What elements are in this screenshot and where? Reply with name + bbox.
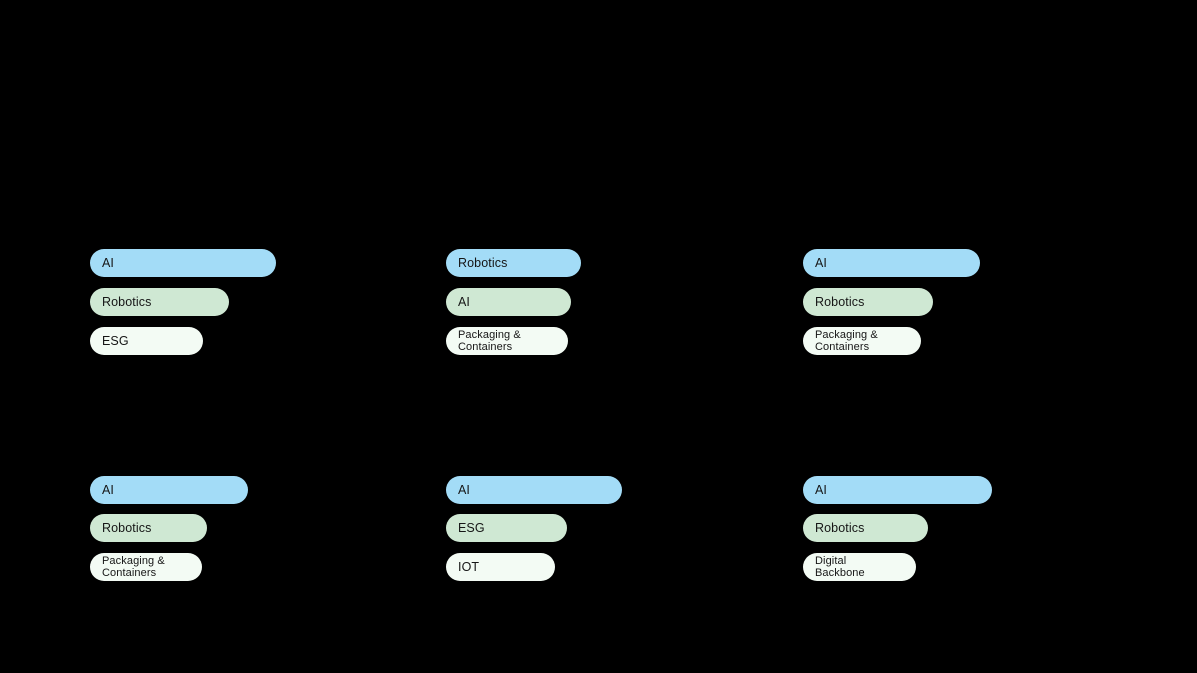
- theme-pill-robotics: Robotics: [803, 514, 928, 542]
- theme-pill-ai: AI: [803, 249, 980, 277]
- theme-pill-label: Robotics: [102, 521, 152, 535]
- theme-pill-label: AI: [102, 256, 115, 270]
- theme-pill-robotics: Robotics: [446, 249, 581, 277]
- theme-pill-label: Robotics: [102, 295, 152, 309]
- theme-pill-label: ESG: [102, 334, 129, 348]
- theme-pill-label: AI: [458, 483, 471, 497]
- theme-pill-iot: IOT: [446, 553, 555, 581]
- theme-pill-packaging-containers: Packaging & Containers: [446, 327, 568, 355]
- theme-pill-label: Packaging & Containers: [815, 328, 878, 354]
- theme-pill-label: Packaging & Containers: [458, 328, 521, 354]
- theme-pill-label: AI: [815, 256, 828, 270]
- theme-pill-esg: ESG: [90, 327, 203, 355]
- theme-pill-packaging-containers: Packaging & Containers: [90, 553, 202, 581]
- theme-pill-label: AI: [815, 483, 828, 497]
- theme-pill-digital-backbone: Digital Backbone: [803, 553, 916, 581]
- theme-pill-ai: AI: [446, 476, 622, 504]
- theme-pill-ai: AI: [90, 476, 248, 504]
- theme-pill-robotics: Robotics: [90, 288, 229, 316]
- theme-pill-ai: AI: [446, 288, 571, 316]
- theme-pill-label: Packaging & Containers: [102, 554, 165, 580]
- theme-pill-ai: AI: [90, 249, 276, 277]
- theme-pill-label: AI: [102, 483, 115, 497]
- theme-pill-robotics: Robotics: [803, 288, 933, 316]
- theme-pill-label: Robotics: [458, 256, 508, 270]
- theme-pill-label: Robotics: [815, 295, 865, 309]
- theme-pill-label: Digital Backbone: [815, 554, 865, 580]
- theme-pill-ai: AI: [803, 476, 992, 504]
- theme-pill-label: ESG: [458, 521, 485, 535]
- theme-pill-robotics: Robotics: [90, 514, 207, 542]
- theme-pill-esg: ESG: [446, 514, 567, 542]
- theme-group-row2-col2: AI ESG IOT: [446, 476, 746, 586]
- theme-pill-label: IOT: [458, 560, 480, 574]
- theme-pill-packaging-containers: Packaging & Containers: [803, 327, 921, 355]
- theme-pill-label: AI: [458, 295, 471, 309]
- theme-pill-label: Robotics: [815, 521, 865, 535]
